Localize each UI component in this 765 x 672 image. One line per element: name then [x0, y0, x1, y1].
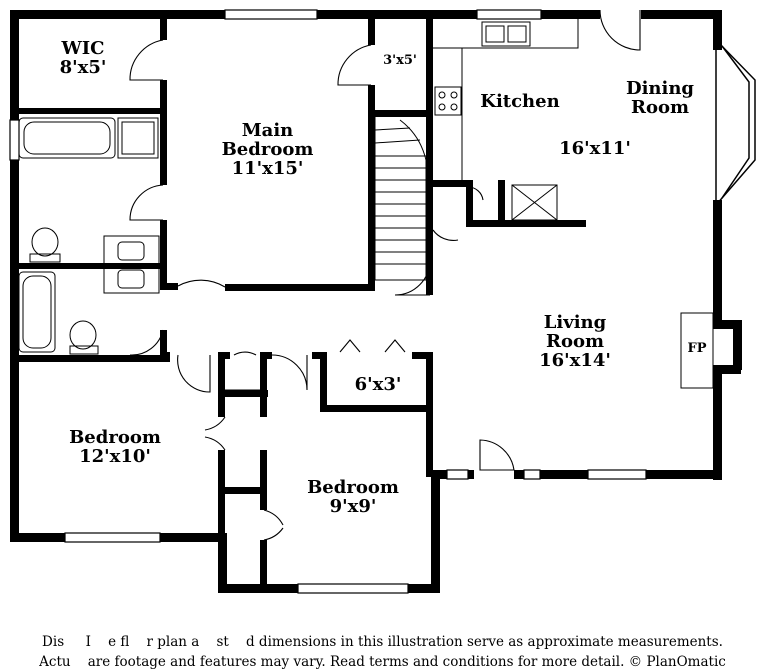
closet-hall-label: 6'x3' [338, 374, 418, 395]
main-bedroom-line2: Bedroom [221, 138, 314, 160]
wic-label: WIC 8'x5' [48, 38, 118, 78]
windows [9, 9, 647, 594]
floor-plan [9, 9, 756, 594]
dining-line2: Room [630, 96, 690, 118]
doors [129, 9, 641, 541]
disclaimer: Dis I e fl r plan a st d dimensions in t… [0, 632, 765, 672]
fixtures [18, 19, 714, 391]
bedroom-mid-size: 9'x9' [329, 495, 377, 517]
main-bedroom-line1: Main [241, 120, 294, 141]
dining-room-label: Dining Room [610, 78, 710, 118]
kitchen-label: Kitchen [470, 91, 570, 112]
fireplace-label: FP [681, 342, 713, 356]
bedroom-left-size: 12'x10' [79, 445, 151, 467]
stairs [374, 117, 427, 281]
fireplace-text: FP [687, 341, 707, 356]
disclaimer-line1: Dis I e fl r plan a st d dimensions in t… [42, 634, 723, 650]
bedroom-mid-label: Bedroom 9'x9' [288, 477, 418, 517]
main-bedroom-label: Main Bedroom 11'x15' [200, 120, 335, 179]
disclaimer-line2: Actu are footage and features may vary. … [39, 654, 726, 670]
kitchen-dining-size: 16'x11' [545, 138, 645, 159]
wic-size: 8'x5' [59, 56, 107, 78]
kitchen-name: Kitchen [480, 91, 560, 112]
kitchen-dining-size-text: 16'x11' [559, 138, 631, 159]
bedroom-mid-name: Bedroom [307, 477, 399, 498]
bedroom-left-label: Bedroom 12'x10' [50, 427, 180, 467]
closet-top-label: 3'x5' [374, 54, 426, 68]
wic-name: WIC [61, 38, 105, 59]
living-size: 16'x14' [539, 349, 611, 371]
dining-line1: Dining [625, 78, 695, 99]
living-line2: Room [545, 330, 605, 352]
living-room-label: Living Room 16'x14' [520, 312, 630, 371]
closet-top-size: 3'x5' [383, 53, 417, 68]
bedroom-left-name: Bedroom [69, 427, 161, 448]
living-line1: Living [543, 312, 607, 333]
bay-window [715, 39, 756, 206]
closet-hall-size: 6'x3' [354, 374, 402, 395]
main-bedroom-size: 11'x15' [231, 157, 304, 179]
